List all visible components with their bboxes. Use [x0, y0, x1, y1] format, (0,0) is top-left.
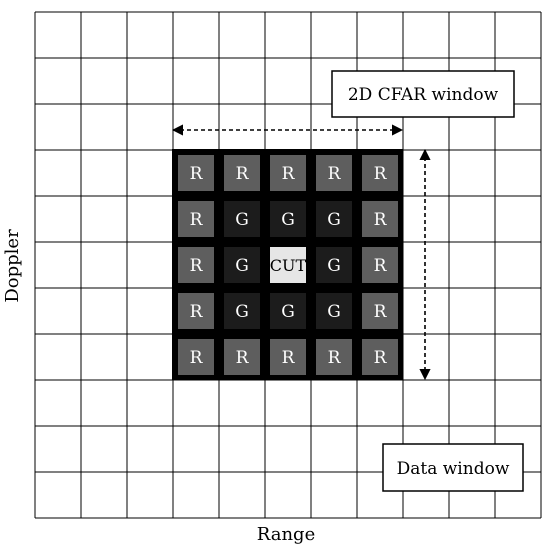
x-axis-label: Range — [257, 524, 315, 545]
guard-cell-fill — [316, 247, 352, 283]
guard-cell-fill — [270, 201, 306, 237]
reference-cell-fill — [316, 339, 352, 375]
guard-cell-fill — [316, 293, 352, 329]
reference-cell-label: R — [236, 164, 250, 184]
guard-cell: G — [316, 201, 352, 237]
reference-cell-fill — [224, 339, 260, 375]
reference-cell-label: R — [374, 164, 388, 184]
reference-cell-label: R — [190, 210, 204, 230]
guard-cell: G — [316, 247, 352, 283]
reference-cell: R — [362, 293, 398, 329]
y-axis-label: Doppler — [2, 229, 23, 303]
reference-cell: R — [362, 247, 398, 283]
cut-cell-label: CUT — [270, 256, 307, 275]
guard-cell: G — [224, 247, 260, 283]
reference-cell-label: R — [190, 164, 204, 184]
data-window-label: Data window — [397, 459, 510, 479]
cut-cell: CUT — [270, 247, 307, 283]
guard-cell: G — [270, 201, 306, 237]
reference-cell-label: R — [328, 164, 342, 184]
cut-cell-fill — [270, 247, 306, 283]
reference-cell-fill — [224, 155, 260, 191]
reference-cell: R — [178, 293, 214, 329]
reference-cell-label: R — [374, 302, 388, 322]
guard-cell-label: G — [281, 210, 295, 230]
guard-cell-label: G — [281, 302, 295, 322]
reference-cell: R — [362, 339, 398, 375]
reference-cell: R — [316, 155, 352, 191]
reference-cell-fill — [178, 293, 214, 329]
reference-cell: R — [178, 247, 214, 283]
data-window-label-box — [382, 443, 524, 492]
reference-cell-label: R — [328, 348, 342, 368]
guard-cell-fill — [316, 201, 352, 237]
reference-cell: R — [178, 155, 214, 191]
cfar-cells: R R R R R R G G G R R G CUT G R R G G G R R R R R R — [178, 155, 398, 375]
reference-cell-label: R — [190, 302, 204, 322]
reference-cell-label: R — [374, 256, 388, 276]
reference-cell-fill — [178, 339, 214, 375]
reference-cell: R — [270, 155, 306, 191]
guard-cell-label: G — [327, 210, 341, 230]
reference-cell: R — [224, 155, 260, 191]
guard-cell: G — [224, 293, 260, 329]
reference-cell-label: R — [282, 164, 296, 184]
guard-cell: G — [224, 201, 260, 237]
guard-cell-fill — [224, 201, 260, 237]
reference-cell-fill — [362, 247, 398, 283]
reference-cell-label: R — [282, 348, 296, 368]
guard-cell-fill — [224, 293, 260, 329]
reference-cell-fill — [270, 339, 306, 375]
reference-cell-label: R — [374, 210, 388, 230]
reference-cell-label: R — [236, 348, 250, 368]
reference-cell-fill — [362, 293, 398, 329]
reference-cell-label: R — [190, 256, 204, 276]
cfar-window-label-box — [331, 70, 515, 118]
guard-cell-label: G — [327, 256, 341, 276]
guard-cell-fill — [224, 247, 260, 283]
guard-cell-label: G — [235, 302, 249, 322]
guard-cell: G — [270, 293, 306, 329]
reference-cell: R — [178, 339, 214, 375]
reference-cell-fill — [270, 155, 306, 191]
guard-cell: G — [316, 293, 352, 329]
reference-cell: R — [362, 201, 398, 237]
guard-cell-label: G — [235, 256, 249, 276]
guard-cell-fill — [270, 293, 306, 329]
reference-cell-label: R — [374, 348, 388, 368]
reference-cell-fill — [362, 155, 398, 191]
cfar-window-label: 2D CFAR window — [348, 85, 499, 105]
reference-cell: R — [362, 155, 398, 191]
guard-cell-label: G — [235, 210, 249, 230]
reference-cell-fill — [362, 339, 398, 375]
guard-cell-label: G — [327, 302, 341, 322]
reference-cell: R — [270, 339, 306, 375]
reference-cell-fill — [178, 201, 214, 237]
reference-cell-fill — [362, 201, 398, 237]
reference-cell-label: R — [190, 348, 204, 368]
reference-cell: R — [224, 339, 260, 375]
reference-cell: R — [316, 339, 352, 375]
reference-cell-fill — [178, 247, 214, 283]
reference-cell: R — [178, 201, 214, 237]
reference-cell-fill — [178, 155, 214, 191]
reference-cell-fill — [316, 155, 352, 191]
